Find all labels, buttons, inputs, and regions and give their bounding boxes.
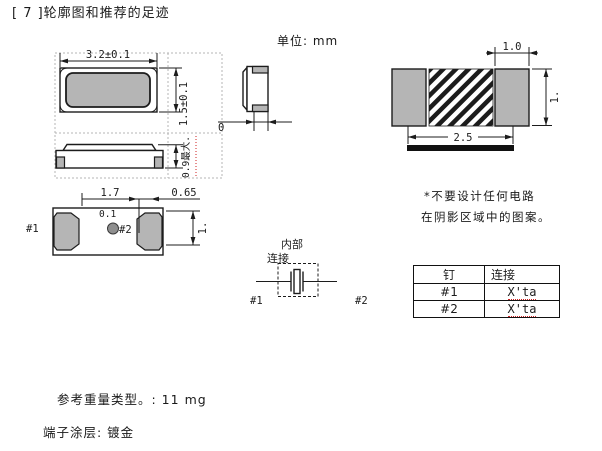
pin-cell: #1: [413, 283, 485, 301]
keepout-note-line1: *不要设计任何电路: [424, 189, 536, 203]
bottom-pad-2: [136, 212, 163, 251]
footprint-pad-left: [391, 68, 427, 127]
arrowhead: [190, 211, 196, 219]
weight-note: 参考重量类型。: 11 mg: [57, 392, 207, 407]
dimension-label: 0.65: [171, 187, 196, 199]
scale-bar: [407, 145, 514, 151]
pitch-dimension-label: 2.5: [454, 132, 473, 144]
arrowhead: [173, 68, 179, 76]
connection-column-header: 连接: [484, 265, 560, 284]
end-view-drawing: 0: [218, 65, 292, 134]
pin-connection-table: 钉 连接 #1 X'ta #2 X'ta: [413, 265, 560, 318]
pin1-label: #1: [26, 223, 39, 235]
arrowhead: [190, 237, 196, 245]
table-row: #1 X'ta: [413, 283, 560, 301]
arrowhead: [246, 119, 254, 125]
dimple-mark: [107, 222, 119, 235]
arrowhead: [505, 134, 513, 140]
footprint-drawing: 1.0 1. 2.5: [391, 41, 561, 151]
unit-label: 单位: mm: [277, 34, 339, 48]
corner-notch: [59, 104, 68, 113]
dashed-boundary-box: [277, 263, 319, 297]
side-view-drawing: 0.9最大.: [55, 136, 197, 178]
height-dimension-label: 1.5±0.1: [178, 82, 190, 126]
arrowhead: [151, 196, 159, 202]
arrowhead: [173, 104, 179, 112]
arrowhead: [268, 119, 276, 125]
height-dimension-label: 1.: [197, 222, 209, 235]
arrowhead: [149, 58, 157, 64]
hatched-keepout-area: [428, 68, 494, 127]
arrowhead: [173, 160, 179, 168]
internal-label-top: 内部: [281, 237, 303, 251]
side-view-lid: [61, 143, 158, 152]
arrowhead: [60, 58, 68, 64]
arrowhead: [543, 69, 549, 77]
arrowhead: [173, 145, 179, 153]
pin2-label: #2: [119, 224, 132, 236]
arrowhead: [543, 117, 549, 126]
width-dimension-label: 3.2±0.1: [86, 49, 130, 61]
corner-notch: [149, 104, 158, 113]
pin1-label: #1: [250, 295, 263, 307]
pad-width-dimension-label: 1.0: [503, 41, 522, 53]
footprint-pad-right: [494, 68, 530, 127]
dimension-label: 0.1: [99, 209, 116, 220]
terminal-plating-note: 端子涂层: 镀金: [43, 425, 135, 440]
table-header-row: 钉 连接: [413, 265, 560, 284]
solder-pad: [55, 156, 66, 169]
internal-connection-diagram: 内部 连接 #1 #2: [250, 237, 368, 307]
connection-cell: X'ta: [484, 300, 560, 318]
arrowhead: [129, 196, 137, 202]
top-view-lid: [65, 72, 151, 108]
arrowhead: [408, 134, 416, 140]
pin-cell: #2: [413, 300, 485, 318]
dotted-frame: [54, 52, 223, 179]
connection-value: X'ta: [507, 302, 537, 317]
arrowhead: [529, 50, 537, 56]
solder-pad: [251, 104, 269, 113]
table-row: #2 X'ta: [413, 300, 560, 318]
crystal-element: [293, 268, 301, 295]
pin-column-header: 钉: [413, 265, 485, 284]
pin2-label: #2: [355, 295, 368, 307]
max-height-dimension-label: 0.9最大.: [180, 136, 192, 178]
solder-pad: [153, 156, 164, 169]
internal-label-bottom: 连接: [267, 252, 289, 265]
solder-pad: [251, 65, 269, 74]
footprint-height-dimension-label: 1.: [549, 91, 561, 104]
connection-cell: X'ta: [484, 283, 560, 301]
bottom-view-drawing: 1.7 0.65 0.1 #1 #2 1.: [26, 187, 209, 256]
page-title: [ 7 ]轮廓图和推荐的足迹: [12, 6, 170, 21]
connection-value: X'ta: [507, 285, 537, 300]
corner-notch: [149, 67, 158, 76]
bottom-pad-1: [53, 212, 80, 251]
keepout-note-line2: 在阴影区域中的图案。: [421, 210, 551, 224]
top-view-drawing: 3.2±0.1 1.5±0.1: [59, 49, 190, 126]
drawing-frame: [54, 52, 223, 179]
arrowhead: [487, 50, 495, 56]
zero-dimension-label: 0: [218, 122, 224, 134]
corner-notch: [59, 67, 68, 76]
crystal-symbol: [290, 268, 304, 295]
side-view-body: [55, 149, 164, 169]
dimension-label: 1.7: [101, 187, 120, 199]
